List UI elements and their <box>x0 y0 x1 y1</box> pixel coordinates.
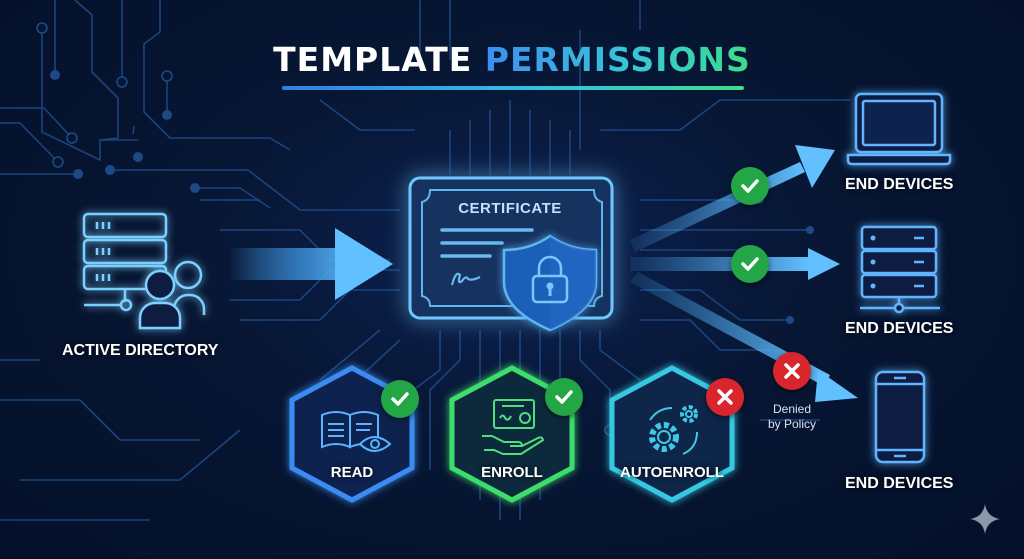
denied-by-policy-note: Denied by Policy <box>762 402 822 432</box>
server-icon <box>860 225 940 314</box>
title-word-permissions: PERMISSIONS <box>484 40 751 79</box>
end-devices-laptop-label: END DEVICES <box>845 176 954 193</box>
server-users-icon <box>82 212 206 330</box>
read-label: READ <box>330 464 374 481</box>
page-title: TEMPLATE PERMISSIONS <box>0 40 1024 79</box>
end-devices-server-label: END DEVICES <box>845 320 954 337</box>
shield-lock-icon <box>502 234 598 332</box>
title-word-template: TEMPLATE <box>273 40 473 79</box>
phone-denied-badge <box>773 352 811 390</box>
arrow-to-laptop <box>630 145 835 252</box>
enroll-allowed-badge <box>545 378 583 416</box>
phone-icon <box>874 370 926 464</box>
check-icon <box>741 179 759 193</box>
arrow-to-certificate <box>228 228 393 300</box>
x-icon <box>784 363 800 379</box>
signature-icon <box>450 272 481 286</box>
sparkle-icon <box>970 504 1000 534</box>
book-eye-icon <box>321 411 392 452</box>
server-allowed-badge <box>731 245 769 283</box>
x-icon <box>717 389 733 405</box>
laptop-allowed-badge <box>731 167 769 205</box>
title-underline <box>282 86 744 90</box>
check-icon <box>555 390 573 404</box>
enroll-label: ENROLL <box>481 464 543 481</box>
read-allowed-badge <box>381 380 419 418</box>
laptop-icon <box>846 92 952 166</box>
autoenroll-denied-badge <box>706 378 744 416</box>
gears-cycle-icon <box>649 405 698 455</box>
end-devices-phone-label: END DEVICES <box>845 475 954 492</box>
certificate-hand-icon <box>482 399 545 455</box>
denied-note-line2: by Policy <box>767 417 817 431</box>
check-icon <box>391 392 409 406</box>
denied-note-line1: Denied <box>772 402 812 416</box>
active-directory-label: ACTIVE DIRECTORY <box>62 342 219 359</box>
autoenroll-label: AUTOENROLL <box>620 464 724 481</box>
certificate-label: CERTIFICATE <box>458 200 562 217</box>
check-icon <box>741 257 759 271</box>
